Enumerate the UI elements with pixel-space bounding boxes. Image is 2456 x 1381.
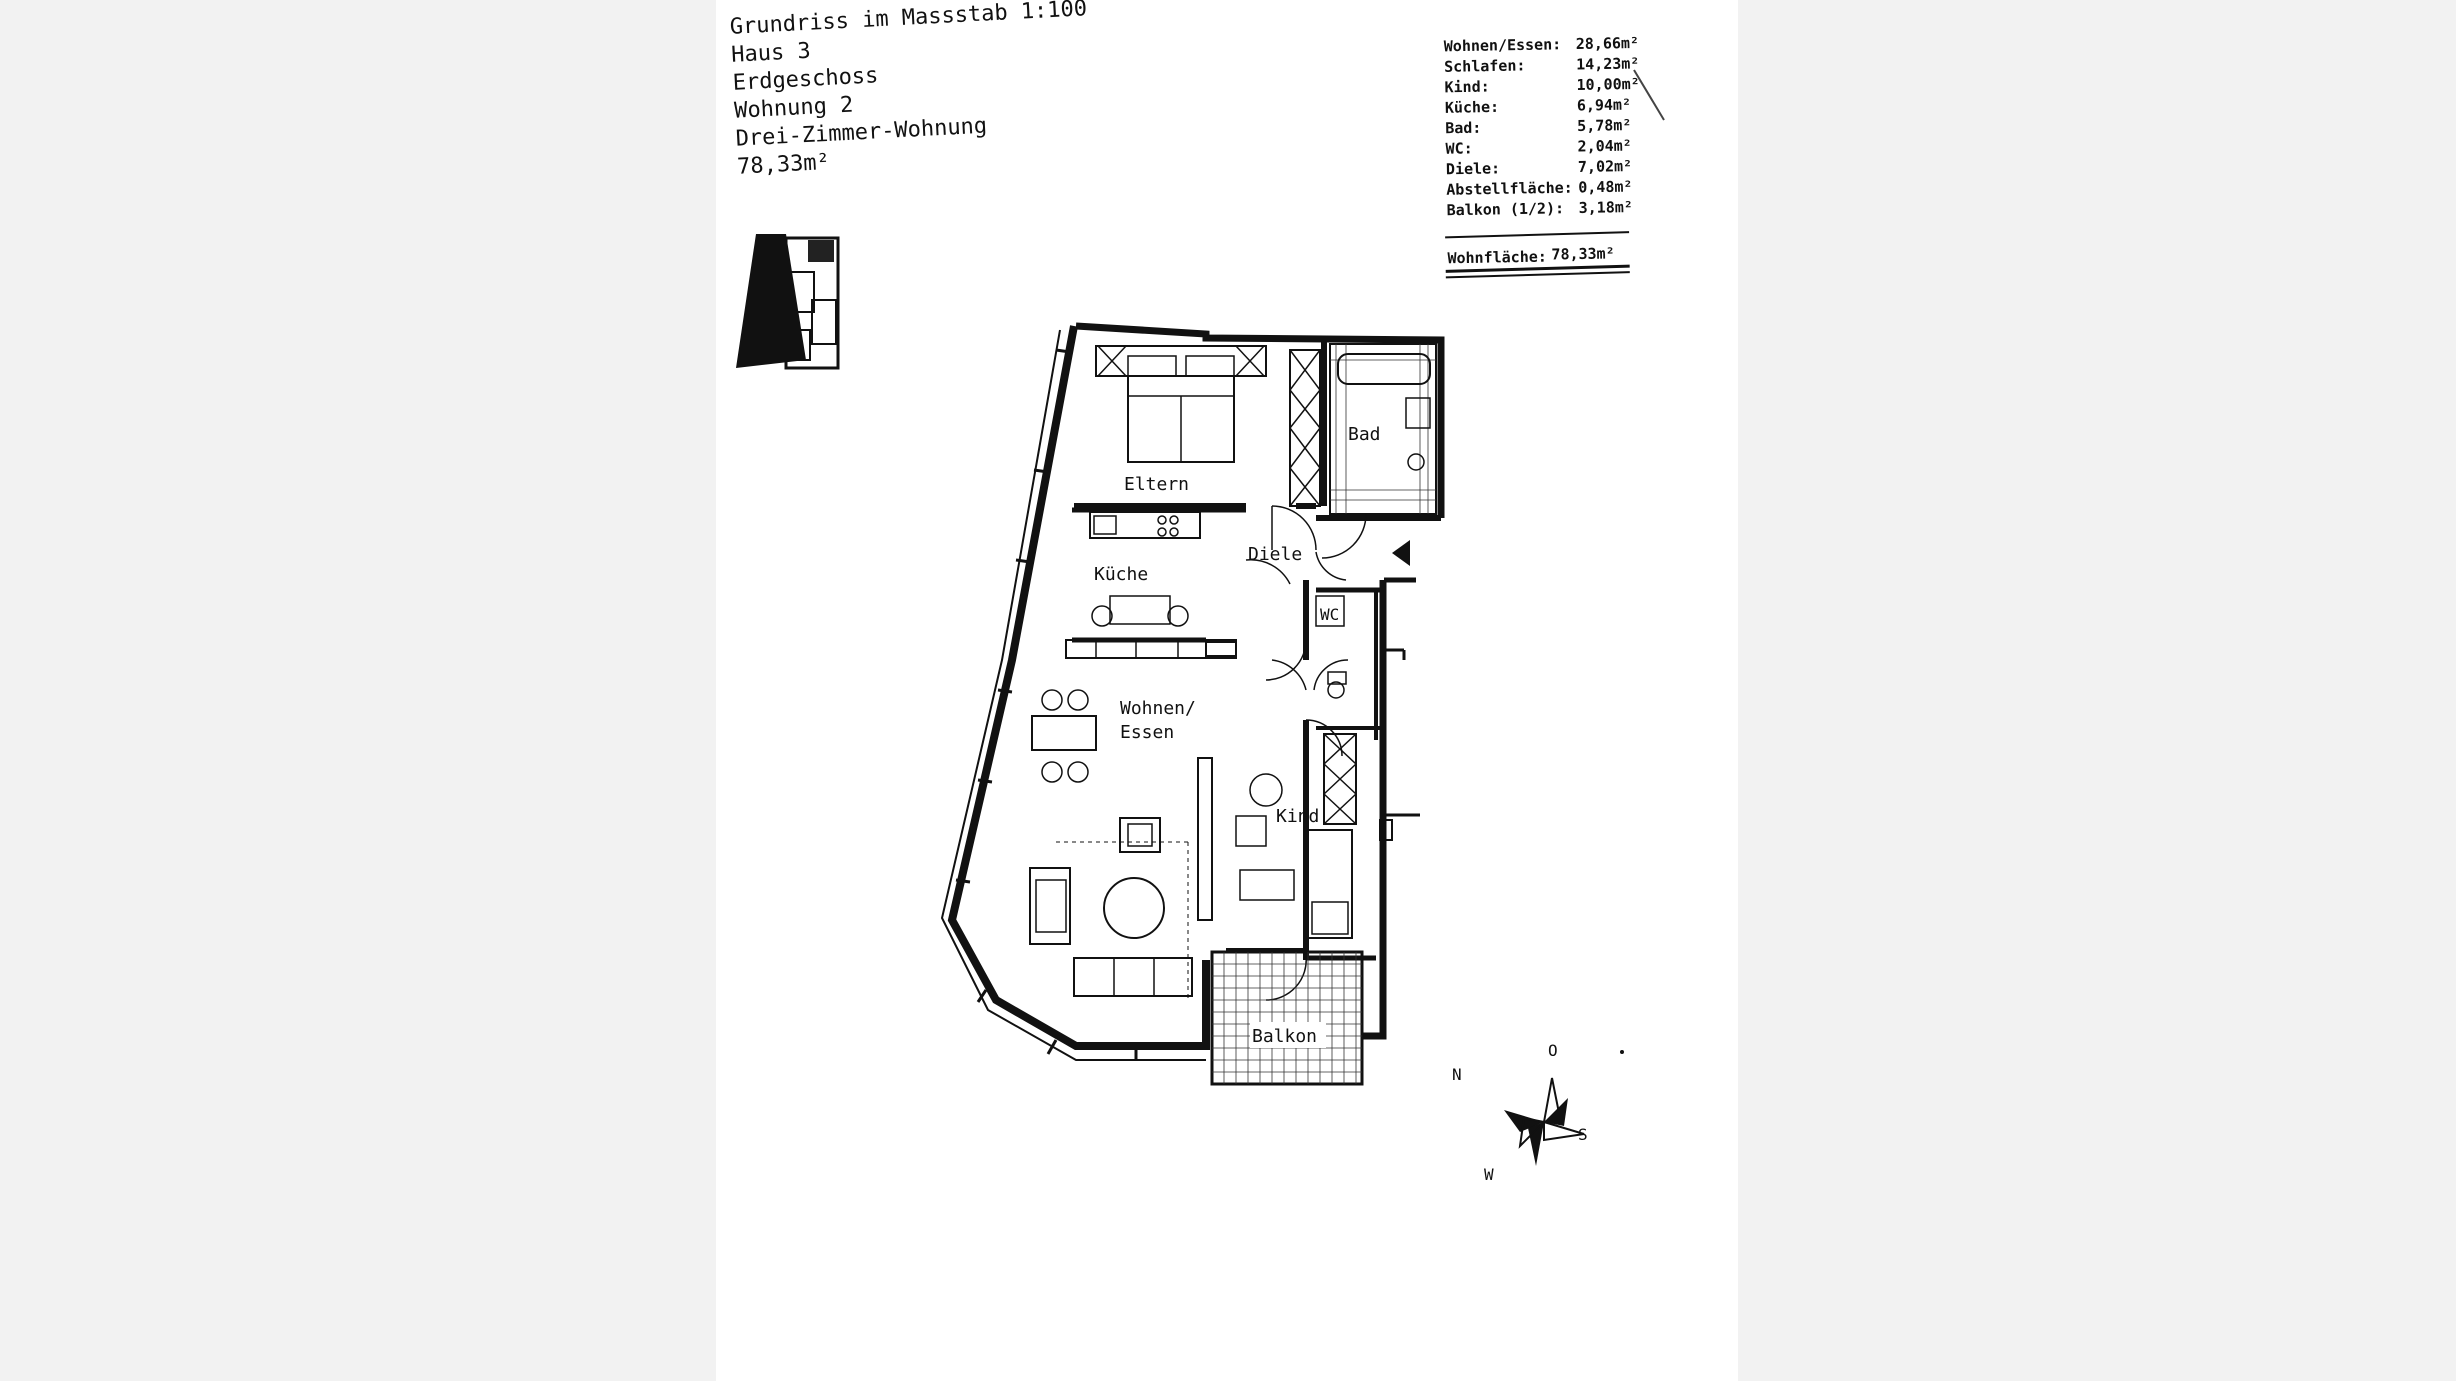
room-label-wc: WC bbox=[1320, 605, 1339, 624]
header-line-2: Haus 3 bbox=[731, 39, 812, 68]
header-line-4: Wohnung 2 bbox=[734, 93, 854, 124]
area-row-label: Kind: bbox=[1444, 78, 1489, 97]
key-plan-thumbnail bbox=[736, 234, 840, 370]
area-row-value: 6,94m² bbox=[1577, 96, 1631, 115]
blurred-background-right bbox=[1738, 0, 2456, 1381]
area-row-value: 0,48m² bbox=[1578, 178, 1632, 197]
exterior-wall-right bbox=[1361, 580, 1387, 1040]
area-row-label: Küche: bbox=[1445, 98, 1499, 117]
compass-label-o: O bbox=[1548, 1041, 1558, 1060]
area-row-value: 2,04m² bbox=[1577, 137, 1631, 156]
plan-header: Grundriss im Massstab 1:100 Haus 3 Erdge… bbox=[729, 0, 1087, 180]
compass-label-w: W bbox=[1484, 1165, 1494, 1184]
header-line-3: Erdgeschoss bbox=[732, 63, 879, 96]
area-row-label: Balkon (1/2): bbox=[1447, 199, 1565, 219]
room-label-eltern: Eltern bbox=[1124, 474, 1189, 495]
area-row-value: 5,78m² bbox=[1577, 116, 1631, 135]
area-row-value: 3,18m² bbox=[1578, 198, 1632, 217]
area-table: Wohnen/Essen: 28,66m² Schlafen: 14,23m² Kind… bbox=[1444, 34, 1640, 279]
blurred-background-left bbox=[0, 0, 716, 1381]
floor-plan-drawing: Grundriss im Massstab 1:100 Haus 3 Erdge… bbox=[729, 0, 1665, 1184]
area-row-label: Abstellfläche: bbox=[1446, 179, 1573, 199]
floor-plan-sheet: Grundriss im Massstab 1:100 Haus 3 Erdge… bbox=[716, 0, 1738, 1381]
area-row-label: Bad: bbox=[1445, 119, 1481, 138]
area-row-label: Wohnen/Essen: bbox=[1444, 35, 1562, 55]
exterior-wall bbox=[1075, 322, 1445, 518]
room-label-kueche: Küche bbox=[1094, 564, 1148, 585]
room-label-diele: Diele bbox=[1248, 544, 1302, 565]
room-label-bad: Bad bbox=[1348, 424, 1381, 445]
area-total-value: 78,33m² bbox=[1551, 244, 1615, 263]
area-row-value: 28,66m² bbox=[1576, 34, 1640, 53]
compass-label-n: N bbox=[1452, 1065, 1462, 1084]
room-label-wohnen-line1: Wohnen/ bbox=[1120, 698, 1196, 719]
room-label-kind: Kind bbox=[1276, 806, 1319, 827]
area-row-label: Diele: bbox=[1446, 159, 1500, 178]
room-label-wohnen-line2: Essen bbox=[1120, 722, 1174, 743]
room-label-balkon: Balkon bbox=[1252, 1026, 1317, 1047]
area-row-value: 14,23m² bbox=[1576, 54, 1640, 73]
room-labels: Eltern Bad Diele Küche WC Wohnen/ Essen … bbox=[1094, 424, 1381, 1048]
area-row-value: 7,02m² bbox=[1578, 157, 1632, 176]
header-line-6: 78,33m² bbox=[737, 150, 831, 180]
compass-rose: N O S W bbox=[1452, 1041, 1588, 1184]
header-line-1: Grundriss im Massstab 1:100 bbox=[729, 0, 1087, 40]
exterior-wall-left bbox=[947, 325, 1210, 1050]
area-total-label: Wohnfläche: bbox=[1447, 248, 1547, 268]
area-row-value: 10,00m² bbox=[1576, 75, 1640, 94]
area-row-label: Schlafen: bbox=[1444, 56, 1526, 75]
floor-plan bbox=[940, 322, 1445, 1086]
compass-label-s: S bbox=[1578, 1125, 1588, 1144]
area-row-label: WC: bbox=[1445, 139, 1472, 157]
